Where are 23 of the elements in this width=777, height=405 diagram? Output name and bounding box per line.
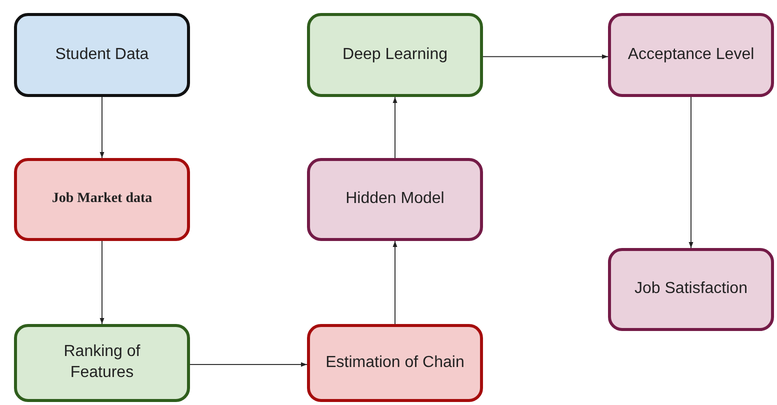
arrow (392, 240, 398, 324)
box-label: Job Satisfaction (634, 279, 748, 300)
process-box (608, 248, 774, 331)
process-box (14, 324, 190, 402)
process-box (307, 158, 483, 241)
arrow (482, 54, 608, 59)
box-label: Acceptance Level (628, 44, 754, 65)
arrow (190, 362, 308, 367)
process-box (307, 324, 483, 402)
arrow (688, 96, 694, 248)
process-box (307, 13, 483, 97)
arrow (100, 240, 104, 324)
process-box (14, 158, 190, 241)
box-label: Ranking of Features (62, 342, 142, 383)
box-label: Hidden Model (346, 189, 444, 210)
box-label: Estimation of Chain (326, 352, 464, 373)
arrow (392, 96, 398, 158)
box-label: Deep Learning (342, 44, 448, 65)
process-box (14, 13, 190, 97)
box-label: Student Data (55, 44, 149, 65)
box-label: Job Market data (52, 190, 152, 208)
process-box (608, 13, 774, 97)
arrow (100, 96, 104, 158)
